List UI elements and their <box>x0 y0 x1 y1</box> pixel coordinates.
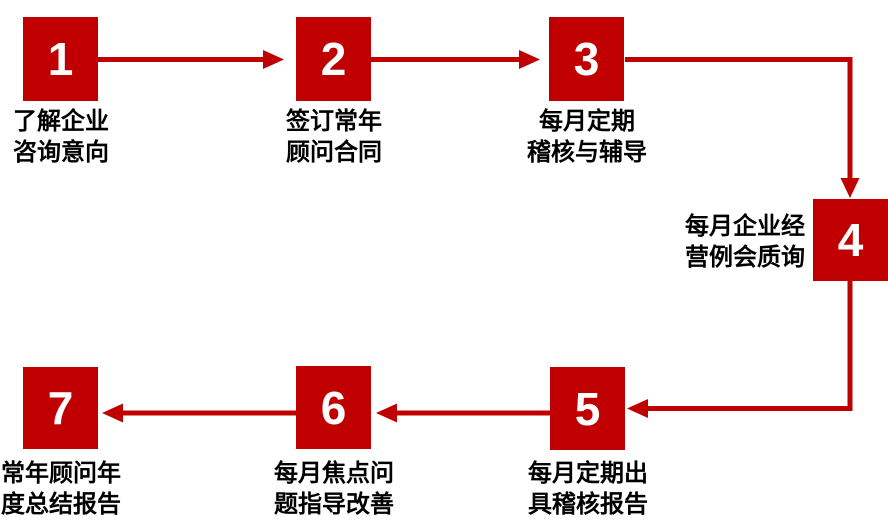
step-1-number: 1 <box>47 33 74 85</box>
step-3-label-line1: 每月定期 <box>539 108 635 135</box>
step-2-label: 签订常年 顾问合同 <box>224 106 444 168</box>
arrow-head-icon <box>519 50 540 69</box>
step-3-box: 3 <box>549 17 624 101</box>
arrow-head-icon <box>627 399 648 418</box>
arrow-step1-to-step2 <box>98 50 284 69</box>
step-1-label-line1: 了解企业 <box>13 108 109 135</box>
step-5-label-line1: 每月定期出 <box>528 460 648 487</box>
arrow-step4-to-step5 <box>627 281 853 418</box>
step-6-label-line2: 题指导改善 <box>274 491 394 518</box>
step-6-number: 6 <box>320 381 347 434</box>
step-2-number: 2 <box>320 33 347 85</box>
step-2-label-line2: 顾问合同 <box>286 139 382 166</box>
step-4-label-line2: 营例会质询 <box>685 244 805 271</box>
step-3-label: 每月定期 稽核与辅导 <box>477 106 697 168</box>
step-4-label: 每月企业经 营例会质询 <box>585 211 805 273</box>
arrow-step3-to-step4 <box>625 57 860 198</box>
arrow-head-icon <box>263 50 284 69</box>
step-7-number: 7 <box>47 382 74 434</box>
arrow-head-icon <box>840 178 860 198</box>
step-7-box: 7 <box>23 367 98 449</box>
step-6-label: 每月焦点问 题指导改善 <box>224 458 444 520</box>
arrow-step2-to-step3 <box>370 50 540 69</box>
arrow-step6-to-step7 <box>102 403 296 423</box>
step-7-label-line2: 度总结报告 <box>1 491 121 518</box>
step-1-label: 了解企业 咨询意向 <box>0 106 171 168</box>
step-5-label: 每月定期出 具稽核报告 <box>478 458 698 520</box>
arrow-head-icon <box>376 403 397 423</box>
step-4-number: 4 <box>837 214 864 266</box>
step-5-box: 5 <box>550 367 625 450</box>
step-5-number: 5 <box>574 382 601 435</box>
step-4-label-line1: 每月企业经 <box>685 213 805 240</box>
step-1-label-line2: 咨询意向 <box>13 139 109 166</box>
step-7-label: 常年顾问年 度总结报告 <box>0 458 171 520</box>
step-7-label-line1: 常年顾问年 <box>1 460 121 487</box>
step-3-label-line2: 稽核与辅导 <box>527 139 647 166</box>
step-5-label-line2: 具稽核报告 <box>528 491 648 518</box>
step-6-label-line1: 每月焦点问 <box>274 460 394 487</box>
arrow-step5-to-step6 <box>376 403 550 423</box>
step-6-box: 6 <box>296 366 371 449</box>
step-2-label-line1: 签订常年 <box>286 108 382 135</box>
arrow-line <box>625 57 853 179</box>
step-1-box: 1 <box>23 17 98 101</box>
step-4-box: 4 <box>813 199 888 281</box>
step-3-number: 3 <box>573 33 600 85</box>
arrow-line <box>647 281 853 411</box>
step-2-box: 2 <box>296 17 371 101</box>
arrow-head-icon <box>102 403 123 423</box>
